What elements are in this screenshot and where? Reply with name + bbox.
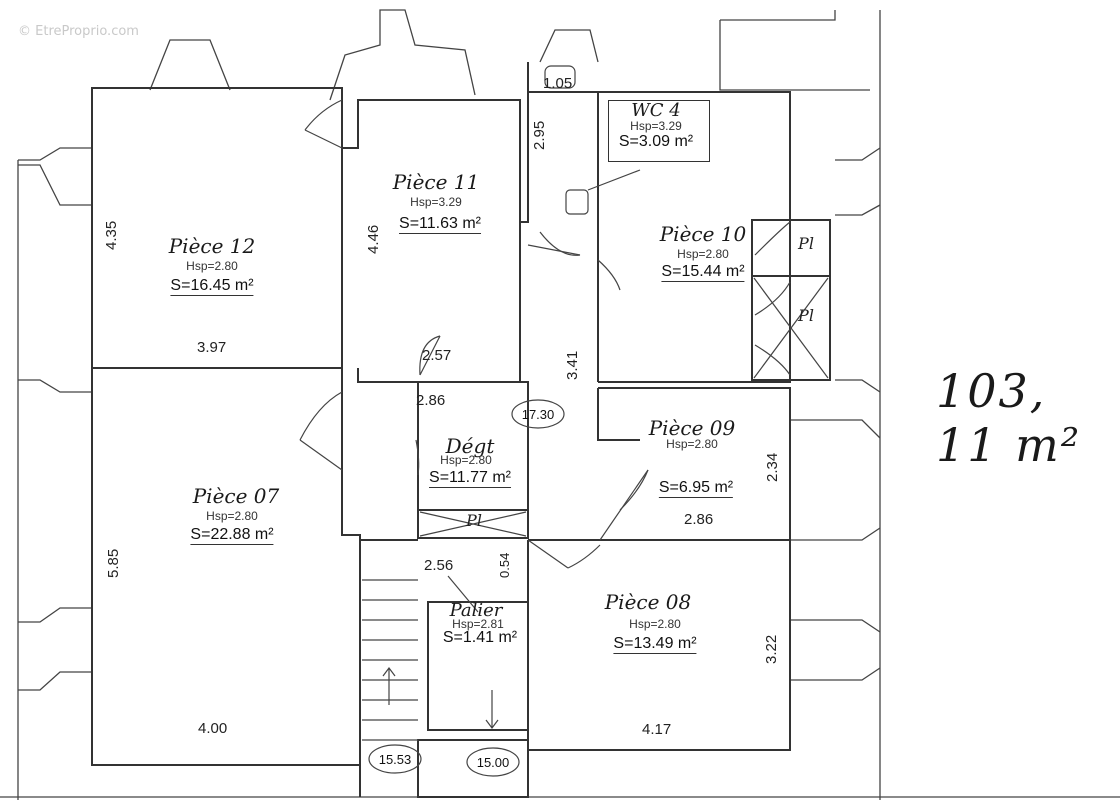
placard-label-lower: Pl xyxy=(798,306,814,325)
dim-piece-09-height: 2.34 xyxy=(764,452,781,482)
room-hsp-degt: Hsp=2.80 xyxy=(440,453,492,467)
room-name-piece-11: Pièce 11 xyxy=(392,170,480,194)
dim-piece-07-width: 4.00 xyxy=(198,720,228,737)
dim-piece-11-height: 4.46 xyxy=(365,224,382,254)
dim-piece-12-height: 4.35 xyxy=(103,220,120,250)
dim-wc-length: 2.95 xyxy=(531,120,548,150)
dim-piece-09-width: 2.86 xyxy=(684,511,714,528)
room-hsp-palier: Hsp=2.81 xyxy=(452,617,504,631)
dim-palier-depth: 0.54 xyxy=(497,552,512,578)
room-area-degt: S=11.77 m² xyxy=(429,469,511,488)
room-hsp-piece-12: Hsp=2.80 xyxy=(186,259,238,273)
dim-wc-width: 1.05 xyxy=(543,75,573,92)
placard-label-upper: Pl xyxy=(798,234,814,253)
room-hsp-piece-08: Hsp=2.80 xyxy=(629,617,681,631)
elevation-landing: 17.30 xyxy=(521,407,555,422)
room-area-piece-12: S=16.45 m² xyxy=(170,277,254,296)
dim-piece-08-width: 4.17 xyxy=(642,721,672,738)
dim-corridor-length: 3.41 xyxy=(564,350,581,380)
dim-piece-07-height: 5.85 xyxy=(105,548,122,578)
placard-label-degt: Pl xyxy=(466,511,482,530)
room-hsp-piece-11: Hsp=3.29 xyxy=(410,195,462,209)
dim-piece-08-height: 3.22 xyxy=(763,634,780,664)
dim-piece-12-width: 3.97 xyxy=(197,339,227,356)
room-name-piece-12: Pièce 12 xyxy=(168,234,256,258)
room-hsp-piece-10: Hsp=2.80 xyxy=(677,247,729,261)
watermark: © EtreProprio.com xyxy=(18,24,139,39)
room-area-piece-10: S=15.44 m² xyxy=(661,263,745,282)
room-hsp-wc-4: Hsp=3.29 xyxy=(630,119,682,133)
room-area-piece-08: S=13.49 m² xyxy=(613,635,697,654)
room-area-piece-09: S=6.95 m² xyxy=(658,479,734,498)
room-name-palier: Palier xyxy=(449,600,503,621)
room-name-piece-07: Pièce 07 xyxy=(192,484,280,508)
room-name-piece-08: Pièce 08 xyxy=(604,590,692,614)
wc4-label-frame xyxy=(608,100,710,162)
room-area-piece-07: S=22.88 m² xyxy=(190,526,274,545)
room-area-wc-4: S=3.09 m² xyxy=(618,133,694,150)
handwritten-total-area: 103, 11 m² xyxy=(936,364,1082,472)
room-area-palier: S=1.41 m² xyxy=(442,629,518,646)
dim-door-width: 2.57 xyxy=(422,347,452,364)
room-name-degt: Dégt xyxy=(445,434,495,458)
room-hsp-piece-09: Hsp=2.80 xyxy=(666,437,718,451)
room-name-piece-10: Pièce 10 xyxy=(659,222,747,246)
dim-palier-width: 2.56 xyxy=(424,557,454,574)
room-hsp-piece-07: Hsp=2.80 xyxy=(206,509,258,523)
room-name-wc-4: WC 4 xyxy=(631,100,681,121)
dim-passage-width: 2.86 xyxy=(416,392,446,409)
room-area-piece-11: S=11.63 m² xyxy=(399,215,481,234)
room-name-piece-09: Pièce 09 xyxy=(648,416,736,440)
elevation-stair-left: 15.53 xyxy=(378,752,412,767)
elevation-stair-right: 15.00 xyxy=(476,755,510,770)
